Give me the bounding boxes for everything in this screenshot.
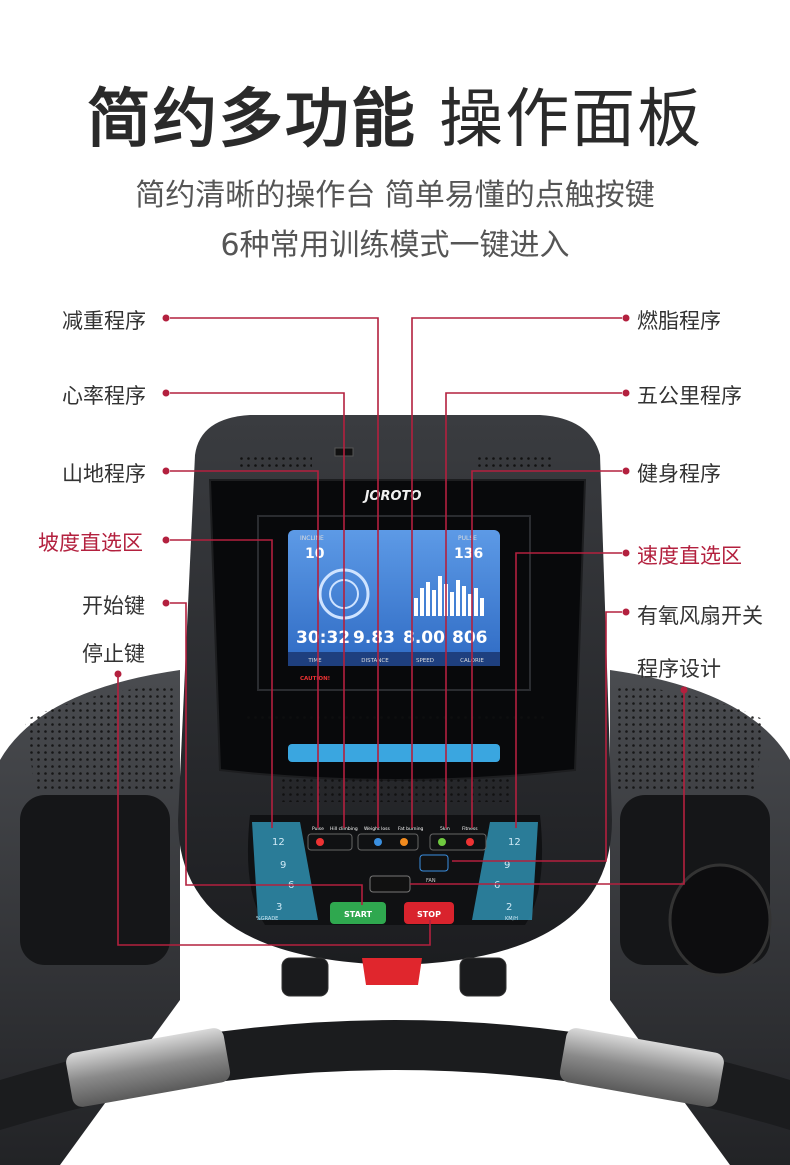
- program-fat-burning[interactable]: Fat burning: [398, 826, 424, 832]
- label-incline-direct-zone: 坡度直选区: [38, 531, 143, 555]
- headline-light: 操作面板: [439, 83, 704, 157]
- speed-key-2[interactable]: 2: [506, 902, 512, 913]
- program-buttons: Pulse Hill climbing Weight loss Fat burn…: [307, 826, 487, 851]
- speed-unit: KM/H: [505, 916, 518, 922]
- brand-logo: JOROTO: [362, 489, 422, 504]
- incline-keypad: [252, 822, 318, 920]
- label-weight-loss-program: 减重程序: [62, 309, 146, 333]
- top-right-grille: [478, 455, 552, 469]
- label-start-key: 开始键: [82, 594, 145, 618]
- headline: 简约多功能 操作面板: [0, 68, 790, 160]
- program-5km[interactable]: 5km: [440, 826, 450, 832]
- incline-unit: %GRADE: [256, 916, 278, 922]
- start-button[interactable]: [330, 902, 386, 924]
- right-speaker: [615, 685, 765, 790]
- lcd-bezel: [257, 515, 531, 691]
- lcd-screen: [288, 530, 500, 666]
- label-fan-switch: 有氧风扇开关: [637, 604, 763, 628]
- headline-bold: 简约多功能: [86, 83, 417, 157]
- cup-holder: [668, 863, 772, 977]
- program-weight-loss[interactable]: Weight loss: [364, 826, 390, 832]
- pulse-label: PULSE: [458, 535, 477, 542]
- label-heart-rate-program: 心率程序: [62, 384, 146, 408]
- incline-key-9[interactable]: 9: [280, 860, 286, 871]
- speed-label: SPEED: [416, 658, 434, 664]
- center-vent: [278, 778, 510, 802]
- speed-key-6[interactable]: 6: [494, 880, 500, 891]
- distance-label: DISTANCE: [361, 658, 389, 664]
- lcd-label-strip: [288, 652, 500, 666]
- left-storage-tray: [20, 795, 170, 965]
- program-fitness[interactable]: Fitness: [462, 826, 478, 832]
- top-left-grille: [238, 455, 312, 469]
- caution-text: CAUTION!: [300, 676, 330, 682]
- label-stop-key: 停止键: [82, 642, 145, 666]
- incline-value: 10: [305, 546, 325, 562]
- left-speaker: [25, 685, 175, 790]
- speed-key-9[interactable]: 9: [504, 860, 510, 871]
- left-hand-grip: [66, 1028, 231, 1107]
- subtitle-1: 简约清晰的操作台 简单易懂的点触按键: [135, 178, 655, 213]
- stop-button[interactable]: [404, 902, 454, 924]
- stop-label: STOP: [417, 910, 441, 919]
- label-fat-burn-program: 燃脂程序: [637, 309, 721, 333]
- pulse-value: 136: [454, 546, 483, 562]
- callout-dots: [114, 314, 688, 694]
- fan-label: FAN: [426, 878, 436, 884]
- incline-key-12[interactable]: 12: [272, 837, 285, 848]
- program-design-button[interactable]: [369, 875, 411, 893]
- label-program-design: 程序设计: [637, 657, 721, 681]
- label-5km-program: 五公里程序: [637, 384, 742, 408]
- time-label: TIME: [307, 658, 322, 664]
- speed-keypad: [472, 822, 538, 920]
- speed-key-12[interactable]: 12: [508, 837, 521, 848]
- program-pulse[interactable]: Pulse: [312, 826, 324, 832]
- safety-key[interactable]: [362, 958, 422, 985]
- program-hill-climbing[interactable]: Hill climbing: [330, 826, 358, 832]
- time-value: 30:32: [296, 628, 350, 648]
- calorie-value: 806: [452, 628, 488, 648]
- subtitle-2: 6种常用训练模式一键进入: [220, 228, 570, 263]
- label-hill-program: 山地程序: [62, 462, 146, 486]
- callout-lines: [117, 317, 685, 946]
- left-quick-keys[interactable]: [281, 957, 329, 997]
- label-fitness-program: 健身程序: [637, 462, 721, 486]
- right-hand-grip: [559, 1028, 724, 1107]
- distance-value: 9.83: [353, 628, 395, 648]
- fan-button[interactable]: [419, 854, 449, 872]
- label-speed-direct-zone: 速度直选区: [637, 544, 742, 568]
- program-thumbnails: [245, 712, 545, 722]
- right-quick-keys[interactable]: [459, 957, 507, 997]
- blue-light-bar: [288, 744, 500, 762]
- incline-key-3[interactable]: 3: [276, 902, 282, 913]
- speed-value: 8.00: [403, 628, 445, 648]
- incline-label: INCLINE: [300, 535, 324, 542]
- start-label: START: [344, 910, 373, 919]
